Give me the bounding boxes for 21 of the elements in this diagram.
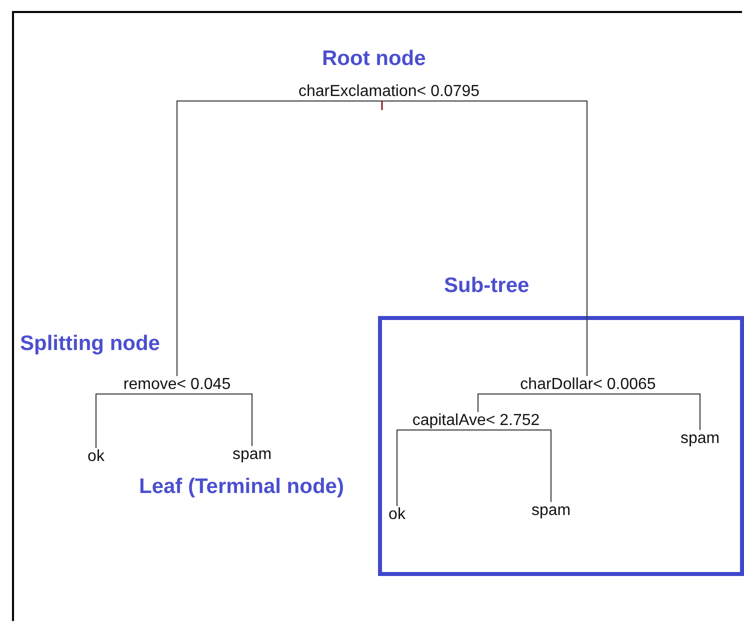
split-condition: charDollar< 0.0065: [520, 376, 656, 394]
tree-branch: [176, 394, 252, 446]
annotation-label: Leaf (Terminal node): [139, 475, 344, 499]
tree-branch: [478, 394, 588, 412]
split-condition: capitalAve< 2.752: [412, 412, 540, 430]
leaf-class-label: ok: [88, 448, 104, 466]
annotation-label: Splitting node: [20, 332, 160, 356]
tree-branch: [478, 430, 552, 502]
leaf-class-label: spam: [531, 502, 571, 520]
tree-branch: [382, 100, 588, 376]
leaf-class-label: spam: [232, 446, 272, 464]
leaf-class-label: ok: [388, 506, 406, 524]
tree-branch: [586, 394, 700, 430]
tree-branch: [96, 394, 178, 448]
tree-branch: [396, 430, 478, 506]
subtree-heading: Sub-tree: [444, 274, 530, 298]
tree-branch: [176, 100, 382, 376]
split-condition: remove< 0.045: [123, 376, 231, 394]
leaf-class-label: spam: [680, 430, 720, 448]
split-condition: charExclamation< 0.0795: [298, 83, 480, 101]
annotation-label: Root node: [322, 47, 426, 71]
